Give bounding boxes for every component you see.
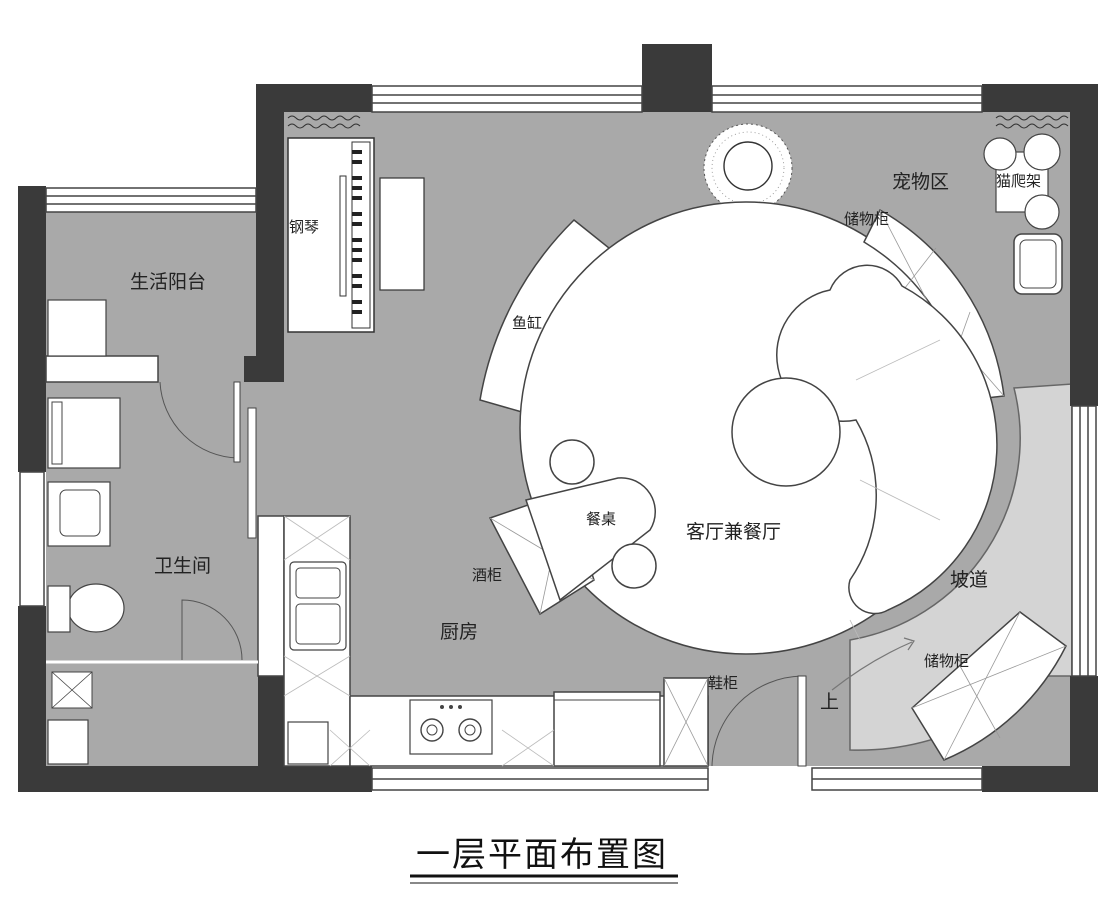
kitchen [283, 515, 709, 767]
piano [287, 137, 425, 333]
plant-icon [703, 123, 793, 213]
storage-ramp-label: 储物柜 [924, 652, 969, 670]
ramp-storage-cabinet [911, 611, 1067, 761]
window [19, 471, 45, 607]
wall [982, 766, 1098, 792]
toilet [67, 583, 125, 633]
cat-tree-label: 猫爬架 [996, 172, 1041, 190]
wall [256, 84, 284, 382]
cat-tree [983, 133, 1063, 295]
wall [244, 356, 258, 382]
window [371, 85, 643, 113]
fridge [553, 691, 661, 767]
dining-table-label: 餐桌 [586, 510, 616, 528]
window [711, 85, 983, 113]
wall [258, 676, 284, 766]
bathroom-label: 卫生间 [154, 555, 211, 577]
coffee-table [731, 377, 841, 487]
dining-chair [611, 543, 657, 589]
bathroom-door [159, 381, 257, 661]
up-label: 上 [820, 691, 839, 713]
fish-tank-label: 鱼缸 [512, 314, 542, 332]
shoe-cabinet-label: 鞋柜 [708, 674, 738, 692]
entry-door [711, 675, 807, 767]
wall [18, 766, 372, 792]
furniture-labels: 钢琴 鱼缸 餐桌 酒柜 猫爬架 储物柜 储物柜 鞋柜 上 [289, 172, 1041, 713]
balcony-label: 生活阳台 [130, 271, 206, 293]
walls [18, 44, 1098, 792]
piano-bench [379, 177, 425, 291]
wine-cabinet-label: 酒柜 [472, 566, 502, 584]
room-labels: 生活阳台 卫生间 厨房 客厅兼餐厅 宠物区 坡道 [130, 171, 988, 643]
dining-table [525, 477, 657, 602]
bathroom-fixtures [46, 299, 258, 765]
pet-bed [1013, 233, 1063, 295]
burner [420, 718, 444, 742]
ramp-arrow [831, 641, 913, 691]
dining-chair [549, 439, 595, 485]
washing-machine [47, 397, 121, 469]
piano-keys [352, 150, 362, 314]
storage-top-label: 储物柜 [844, 210, 889, 228]
wall [642, 44, 712, 112]
dining-area [488, 439, 657, 616]
kitchen-label: 厨房 [440, 621, 478, 643]
windows [19, 85, 1097, 791]
plan-title-group: 一层平面布置图 [410, 835, 678, 884]
wall [18, 186, 46, 472]
living-dining-label: 客厅兼餐厅 [686, 521, 781, 543]
piano-label: 钢琴 [289, 218, 319, 236]
curtains [287, 115, 1069, 129]
window [1071, 405, 1097, 677]
wall [45, 355, 159, 383]
pet-area-label: 宠物区 [892, 171, 949, 193]
plan-title: 一层平面布置图 [416, 835, 668, 875]
wall [257, 515, 285, 677]
kitchen-sink [289, 561, 347, 651]
wall [1070, 84, 1098, 406]
burner [458, 718, 482, 742]
balcony-sink [47, 299, 107, 357]
wall [18, 606, 46, 792]
window [45, 187, 257, 213]
ramp-label: 坡道 [950, 569, 988, 591]
